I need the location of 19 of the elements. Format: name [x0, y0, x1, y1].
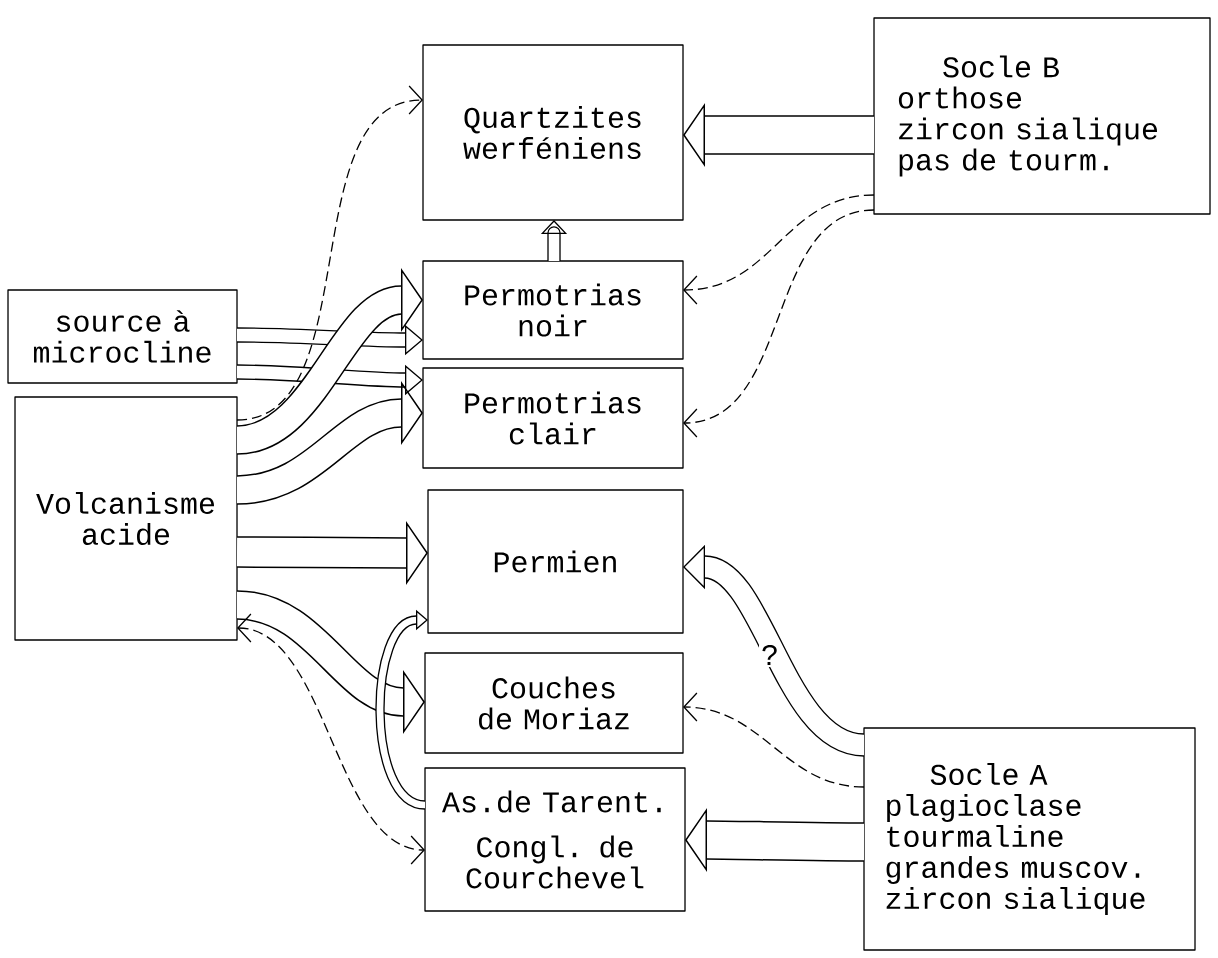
labeled-box: Permien — [427, 489, 684, 634]
edge-label: ? — [759, 642, 781, 668]
labeled-box: Quartzites werféniens — [422, 44, 684, 221]
labeled-box: Volcanisme acide — [14, 396, 238, 641]
dashed-arrow — [683, 692, 865, 788]
labeled-box: source à microcline — [7, 289, 238, 384]
labeled-box: Socle A plagioclase tourmaline grandes muscov. zircon sialique — [863, 727, 1196, 951]
labeled-box: Couches de Moriaz — [424, 652, 684, 754]
hollow-arrow — [234, 267, 423, 455]
labeled-box: Socle B orthose zircon sialique pas de tourm. — [873, 17, 1211, 215]
hollow-arrow — [235, 380, 423, 505]
dashed-arrow — [237, 613, 425, 865]
labeled-box: Permotrias noir — [422, 260, 684, 360]
labeled-box: As.de Tarent. Congl. de Courchevel — [424, 767, 686, 912]
dashed-arrow — [683, 194, 875, 305]
labeled-box: Permotrias clair — [422, 367, 684, 469]
dashed-arrow — [236, 85, 423, 421]
hollow-arrow — [375, 609, 428, 810]
dashed-arrow — [683, 209, 875, 438]
